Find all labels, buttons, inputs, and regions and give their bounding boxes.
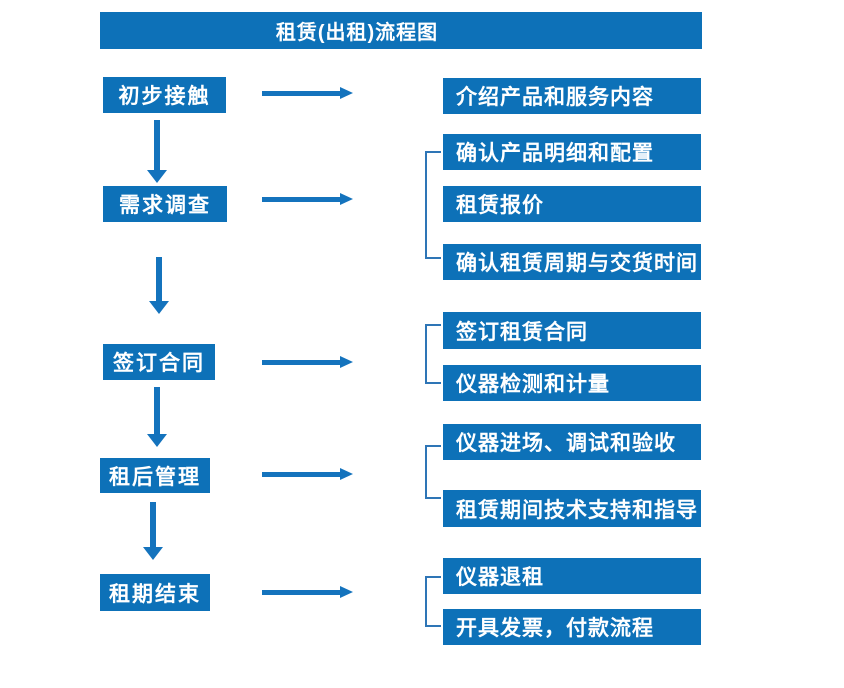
arrow-right-4-icon xyxy=(262,468,353,480)
step-box-demand-survey: 需求调查 xyxy=(103,186,227,222)
arrow-right-3-icon xyxy=(262,356,353,368)
step-label: 租期结束 xyxy=(109,582,201,606)
diagram-title: 租赁(出租)流程图 xyxy=(275,22,439,44)
detail-label: 开具发票，付款流程 xyxy=(456,617,654,640)
detail-label: 确认租赁周期与交货时间 xyxy=(456,252,698,275)
detail-label: 仪器检测和计量 xyxy=(456,373,610,396)
detail-box-instrument-inspection: 仪器检测和计量 xyxy=(443,365,701,401)
detail-box-confirm-period-delivery: 确认租赁周期与交货时间 xyxy=(443,244,701,280)
detail-box-rental-quotation: 租赁报价 xyxy=(443,186,701,222)
step-label: 需求调查 xyxy=(119,194,211,217)
detail-box-invoice-payment: 开具发票，付款流程 xyxy=(443,609,701,645)
bracket-group-sign-contract xyxy=(425,324,441,384)
detail-box-sign-rental-contract: 签订租赁合同 xyxy=(443,312,701,349)
arrow-right-1-icon xyxy=(262,87,353,99)
arrow-down-4-icon xyxy=(143,502,163,560)
step-box-initial-contact: 初步接触 xyxy=(103,77,226,113)
step-label: 租后管理 xyxy=(109,465,201,489)
arrow-right-2-icon xyxy=(262,193,353,205)
detail-label: 确认产品明细和配置 xyxy=(456,142,654,165)
step-box-sign-contract: 签订合同 xyxy=(103,344,215,380)
bracket-group-post-rental xyxy=(425,445,441,499)
detail-box-confirm-product-config: 确认产品明细和配置 xyxy=(443,134,701,170)
detail-label: 租赁期间技术支持和指导 xyxy=(456,498,698,522)
arrow-down-3-icon xyxy=(147,387,167,447)
step-box-rental-end: 租期结束 xyxy=(100,574,210,611)
detail-box-introduce-products: 介绍产品和服务内容 xyxy=(443,78,701,114)
step-label: 初步接触 xyxy=(118,85,211,108)
bracket-group-demand-survey xyxy=(425,151,441,259)
bracket-group-rental-end xyxy=(425,576,441,627)
detail-box-instrument-onsite-acceptance: 仪器进场、调试和验收 xyxy=(443,424,701,460)
arrow-down-2-icon xyxy=(149,257,169,314)
step-label: 签订合同 xyxy=(113,352,205,375)
step-box-post-rental-management: 租后管理 xyxy=(100,458,210,493)
detail-label: 签订租赁合同 xyxy=(456,320,588,344)
detail-box-technical-support: 租赁期间技术支持和指导 xyxy=(443,490,701,527)
diagram-title-bar: 租赁(出租)流程图 xyxy=(100,12,702,49)
detail-label: 仪器进场、调试和验收 xyxy=(456,432,676,455)
arrow-right-5-icon xyxy=(262,586,353,598)
detail-label: 仪器退租 xyxy=(456,566,544,589)
detail-label: 介绍产品和服务内容 xyxy=(456,86,654,109)
detail-box-instrument-return: 仪器退租 xyxy=(443,558,701,594)
detail-label: 租赁报价 xyxy=(456,194,544,217)
arrow-down-1-icon xyxy=(147,120,167,183)
